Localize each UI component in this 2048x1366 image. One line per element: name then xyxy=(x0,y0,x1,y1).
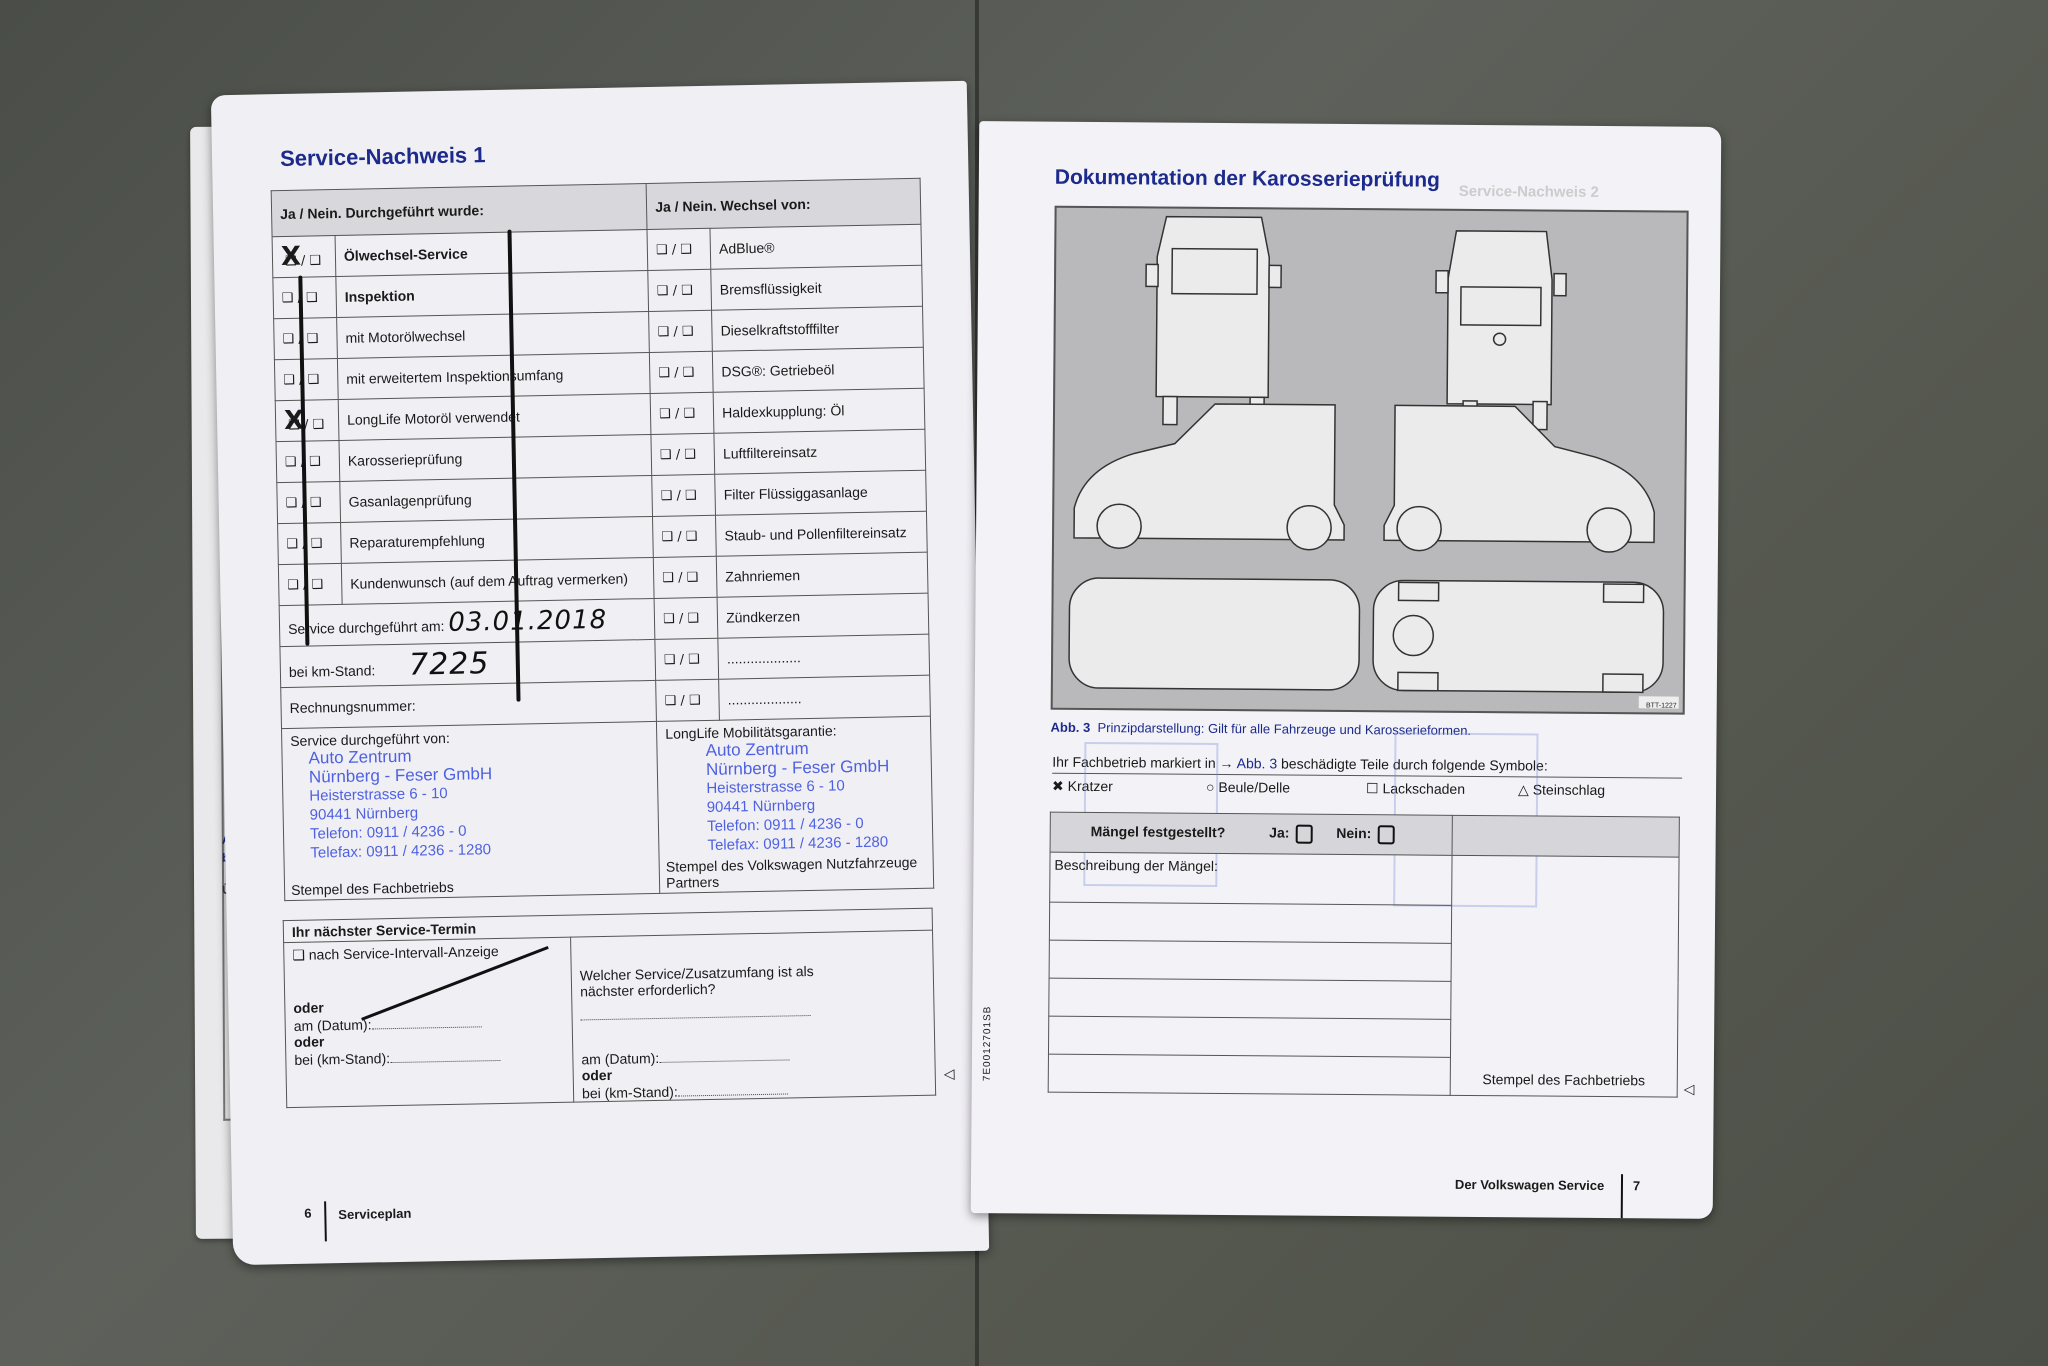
next-service-right-box: Welcher Service/Zusatzumfang ist als näc… xyxy=(570,930,936,1103)
changed-item: Zündkerzen xyxy=(717,593,929,639)
changed-header: Ja / Nein. Wechsel von: xyxy=(646,178,921,230)
changed-item: Filter Flüssiggasanlage xyxy=(714,470,927,516)
performed-item: mit Motorölwechsel xyxy=(336,311,650,359)
service-checklist-table: Ja / Nein. Durchgeführt wurde: Ja / Nein… xyxy=(271,178,935,901)
changed-item: Zahnriemen xyxy=(716,552,929,598)
service-date-value: 03.01.2018 xyxy=(448,604,608,638)
performed-item: Ölwechsel-Service xyxy=(335,229,648,277)
footer-divider xyxy=(1620,1174,1624,1219)
ghost-title: Service-Nachweis 2 xyxy=(1458,182,1599,201)
next-service-left-box: ❑ nach Service-Intervall-Anzeige oder am… xyxy=(283,937,574,1108)
defects-line[interactable] xyxy=(1049,940,1452,982)
defects-table: Mängel festgestellt? Ja: Nein: Beschreib… xyxy=(1048,812,1680,1098)
changed-item: Bremsflüssigkeit xyxy=(710,265,923,311)
checkbox-ja-nein[interactable]: ❑ / ❑ xyxy=(273,317,338,360)
checkbox-ja-nein[interactable]: ❑ / ❑ xyxy=(647,228,711,271)
performed-item: Reparaturempfehlung xyxy=(340,516,654,564)
changed-item-blank[interactable]: ................... xyxy=(718,634,930,680)
figure-link[interactable]: Abb. 3 xyxy=(1236,755,1278,772)
legend-beule: ○ Beule/Delle xyxy=(1206,778,1291,796)
performed-item: Gasanlagenprüfung xyxy=(339,475,653,523)
page-number: 6 xyxy=(304,1205,312,1221)
checkbox-ja-nein[interactable]: ❑ / ❑ xyxy=(278,563,343,606)
footer-section: Serviceplan xyxy=(338,1205,412,1223)
interval-option-checkbox[interactable]: ❑ nach Service-Intervall-Anzeige xyxy=(292,942,499,963)
performed-item: Inspektion xyxy=(335,270,649,318)
performed-item: Kundenwunsch (auf dem Auftrag vermerken) xyxy=(341,557,655,605)
page-title: Service-Nachweis 1 xyxy=(279,142,486,172)
next-service-question: Welcher Service/Zusatzumfang ist als näc… xyxy=(579,962,814,1000)
document-code: 7E0012701SB xyxy=(981,1005,994,1082)
km-value: 7225 xyxy=(408,645,490,683)
changed-item: AdBlue® xyxy=(710,224,922,270)
checkbox-ja-nein[interactable]: ❑ / ❑ xyxy=(651,433,715,476)
checkbox-ja-nein[interactable]: ❑ / ❑ xyxy=(655,679,720,722)
checkbox-ja-nein[interactable]: ❑ / ❑ xyxy=(653,556,718,599)
checkbox-ja-nein[interactable]: ❑ / ❑ xyxy=(655,638,719,681)
performed-header: Ja / Nein. Durchgeführt wurde: xyxy=(271,183,648,237)
continue-marker-icon: ◁ xyxy=(1683,1080,1695,1097)
diagram-code: BTT-1227 xyxy=(1645,702,1677,710)
checkbox-ja-nein[interactable]: ❑ / ❑ xyxy=(649,351,714,394)
changed-item: DSG®: Getriebeöl xyxy=(712,347,925,393)
vehicle-diagram[interactable]: BTT-1227 xyxy=(1050,205,1689,715)
defects-line[interactable] xyxy=(1049,902,1452,944)
mobility-guarantee-stamp-box: LongLife Mobilitätsgarantie: Auto Zentru… xyxy=(656,716,934,894)
defects-line[interactable] xyxy=(1048,1016,1451,1058)
defects-line[interactable] xyxy=(1048,1054,1451,1096)
partner-stamp: Auto Zentrum Nürnberg - Feser GmbH Heist… xyxy=(705,739,890,854)
changed-item: Staub- und Pollenfiltereinsatz xyxy=(715,511,928,557)
next-km-field[interactable]: bei (km-Stand): xyxy=(294,1045,564,1068)
performed-by-stamp-box: Service durchgeführt von: Auto Zentrum N… xyxy=(281,721,660,901)
changed-item: Haldexkupplung: Öl xyxy=(713,388,925,434)
right-page-body-inspection: Dokumentation der Karosserieprüfung Serv… xyxy=(970,121,1722,1219)
checkbox-ja-nein[interactable]: X❑ / ❑ xyxy=(272,235,336,278)
stamp-caption: Stempel des Volkswagen Nutzfahrzeuge Par… xyxy=(665,853,918,891)
checkbox-ja-nein[interactable]: ❑ / ❑ xyxy=(651,474,716,517)
continue-marker-icon: ◁ xyxy=(943,1065,955,1082)
performed-item: Karosserieprüfung xyxy=(338,434,652,482)
page-title: Dokumentation der Karosserieprüfung xyxy=(1054,165,1441,192)
next-service-table: Ihr nächster Service-Termin ❑ nach Servi… xyxy=(283,908,936,1108)
checkbox-ja-nein[interactable]: ❑ / ❑ xyxy=(654,597,719,640)
checkbox-ja-nein[interactable]: ❑ / ❑ xyxy=(275,440,340,483)
checkbox-ja-nein[interactable]: ❑ / ❑ xyxy=(277,522,342,565)
footer-section: Der Volkswagen Service xyxy=(1454,1176,1605,1194)
performed-item: mit erweitertem Inspektionsumfang xyxy=(337,352,651,400)
changed-item: Dieselkraftstofffilter xyxy=(711,306,924,352)
left-page-service-record: Service-Nachweis 1 Ja / Nein. Durchgefüh… xyxy=(210,80,990,1266)
invoice-field[interactable]: Rechnungsnummer: xyxy=(280,680,657,729)
dealer-stamp: Auto Zentrum Nürnberg - Feser GmbH Heist… xyxy=(308,746,493,862)
cross-icon: ✖ xyxy=(1052,777,1064,794)
defects-nein-checkbox[interactable] xyxy=(1377,825,1395,845)
defects-ja-checkbox[interactable] xyxy=(1295,824,1313,844)
van-outline-icon xyxy=(1068,215,1679,709)
next-service-answer-field[interactable] xyxy=(580,999,925,1024)
changed-item: Luftfiltereinsatz xyxy=(714,429,926,475)
stamp-caption: Stempel des Fachbetriebs xyxy=(290,878,454,898)
service-date-field[interactable]: Service durchgeführt am: 03.01.2018 xyxy=(279,598,656,647)
checkbox-ja-nein[interactable]: ❑ / ❑ xyxy=(650,392,715,435)
checkbox-ja-nein[interactable]: ❑ / ❑ xyxy=(647,269,712,312)
checkbox-ja-nein[interactable]: ❑ / ❑ xyxy=(652,515,717,558)
checkbox-ja-nein[interactable]: X❑ / ❑ xyxy=(275,399,339,442)
footer-divider xyxy=(324,1201,327,1242)
page-number: 7 xyxy=(1632,1178,1641,1194)
checkbox-ja-nein[interactable]: ❑ / ❑ xyxy=(276,481,341,524)
checkbox-ja-nein[interactable]: ❑ / ❑ xyxy=(648,310,713,353)
changed-item-blank[interactable]: ................... xyxy=(718,675,931,721)
checkbox-ja-nein[interactable]: ❑ / ❑ xyxy=(274,358,339,401)
defects-line[interactable] xyxy=(1048,978,1452,1020)
stamp-header-cell xyxy=(1452,815,1680,858)
performed-item: LongLife Motoröl verwendet xyxy=(338,393,652,441)
km-field[interactable]: bei km-Stand: 7225 xyxy=(279,639,656,688)
defects-question-cell: Mängel festgestellt? Ja: Nein: xyxy=(1050,812,1453,856)
square-icon: ☐ xyxy=(1366,780,1379,797)
checkbox-ja-nein[interactable]: ❑ / ❑ xyxy=(272,276,337,319)
defects-description-label[interactable]: Beschreibung der Mängel: xyxy=(1049,852,1453,906)
workshop-stamp-box: Stempel des Fachbetriebs xyxy=(1450,855,1680,1098)
